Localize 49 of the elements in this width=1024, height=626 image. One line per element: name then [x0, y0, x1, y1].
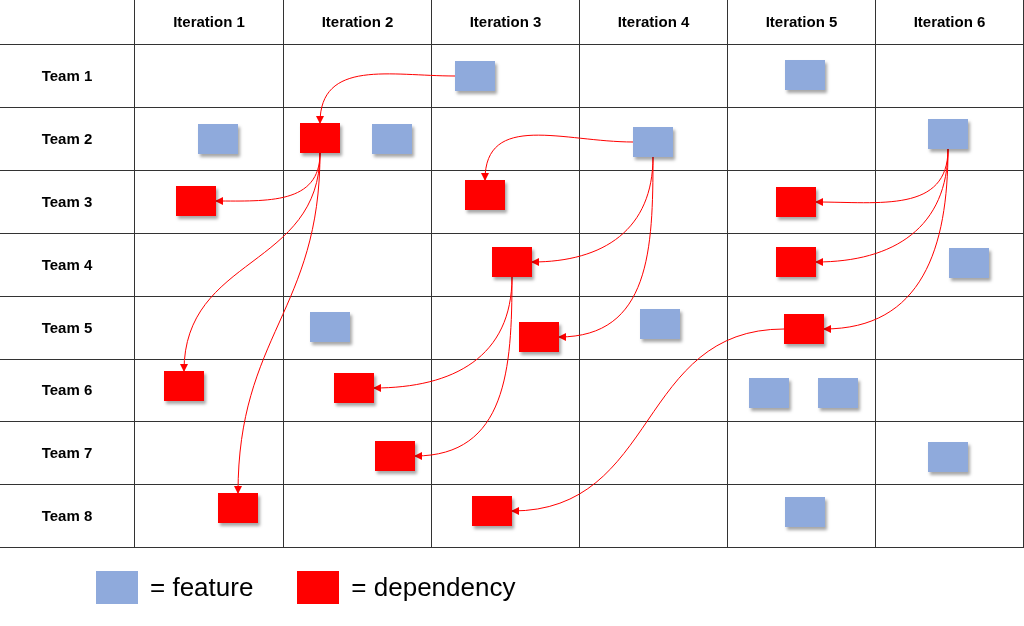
- column-header: Iteration 1: [135, 0, 284, 45]
- row-header: Team 6: [0, 360, 135, 422]
- feature-box: [928, 119, 968, 149]
- dependency-box: [334, 373, 374, 403]
- dependency-box: [465, 180, 505, 210]
- feature-box: [928, 442, 968, 472]
- feature-box: [785, 497, 825, 527]
- dependency-arrow: [414, 276, 513, 460]
- dependency-arrow: [558, 156, 654, 341]
- dependency-box: [176, 186, 216, 216]
- feature-box: [949, 248, 989, 278]
- column-header: Iteration 3: [432, 0, 580, 45]
- dependency-arrow: [234, 152, 321, 494]
- feature-box: [198, 124, 238, 154]
- row-header: Team 1: [0, 45, 135, 108]
- dependency-box: [776, 187, 816, 217]
- legend-label: = feature: [150, 571, 254, 604]
- row-header: Team 4: [0, 234, 135, 297]
- dependency-box: [164, 371, 204, 401]
- dependency-arrow: [481, 134, 634, 181]
- row-header: Team 8: [0, 485, 135, 548]
- dependency-box: [784, 314, 824, 344]
- feature-box: [749, 378, 789, 408]
- feature-box: [633, 127, 673, 157]
- feature-box: [785, 60, 825, 90]
- dependency-box: [492, 247, 532, 277]
- feature-box: [455, 61, 495, 91]
- row-header: Team 5: [0, 297, 135, 360]
- row-header: Team 3: [0, 171, 135, 234]
- dependency-box: [519, 322, 559, 352]
- column-header: Iteration 4: [580, 0, 728, 45]
- dependency-box: [472, 496, 512, 526]
- feature-box: [818, 378, 858, 408]
- row-header: Team 2: [0, 108, 135, 171]
- feature-box: [640, 309, 680, 339]
- dependency-box: [218, 493, 258, 523]
- legend-label: = dependency: [351, 571, 516, 604]
- dependency-arrow: [511, 328, 785, 515]
- dependency-box: [776, 247, 816, 277]
- dependency-arrow: [823, 148, 949, 333]
- column-header: Iteration 6: [876, 0, 1024, 45]
- column-header: Iteration 5: [728, 0, 876, 45]
- feature-box: [310, 312, 350, 342]
- dependency-box: [300, 123, 340, 153]
- column-header: Iteration 2: [284, 0, 432, 45]
- row-header: Team 7: [0, 422, 135, 485]
- dependency-arrow: [316, 73, 456, 124]
- dependency-box: [375, 441, 415, 471]
- feature-box: [372, 124, 412, 154]
